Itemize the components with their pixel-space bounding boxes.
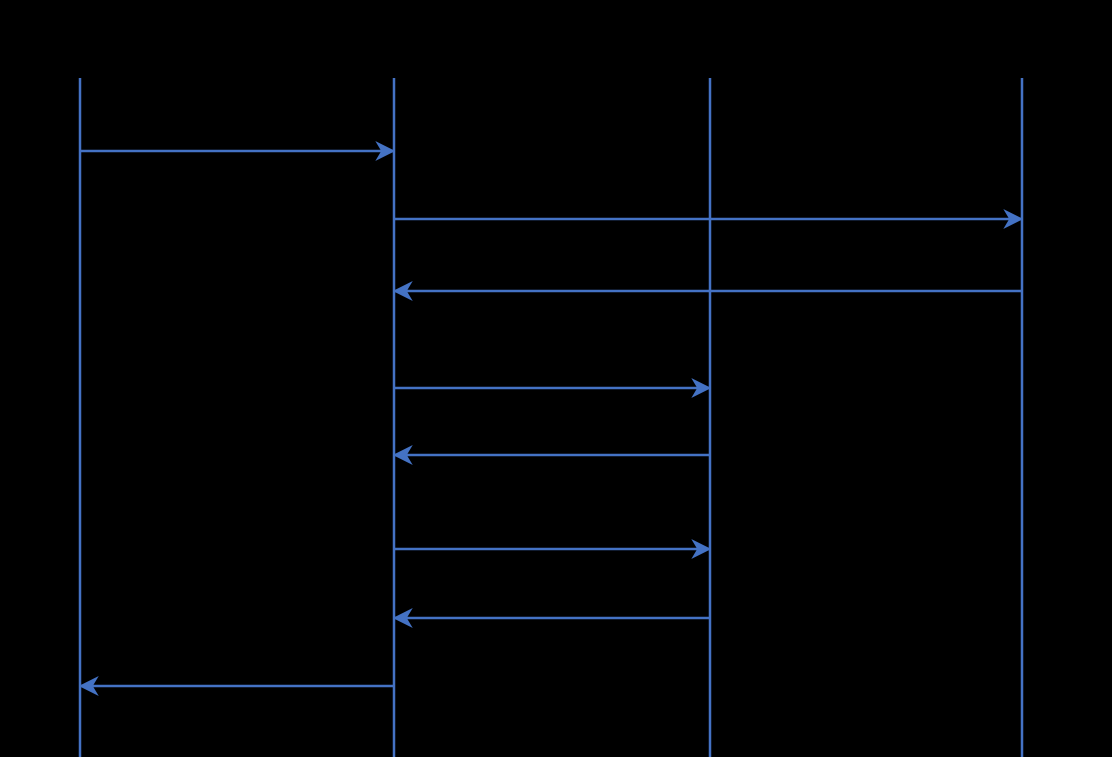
messages-group xyxy=(78,141,1024,696)
lifelines-group xyxy=(78,78,1024,757)
